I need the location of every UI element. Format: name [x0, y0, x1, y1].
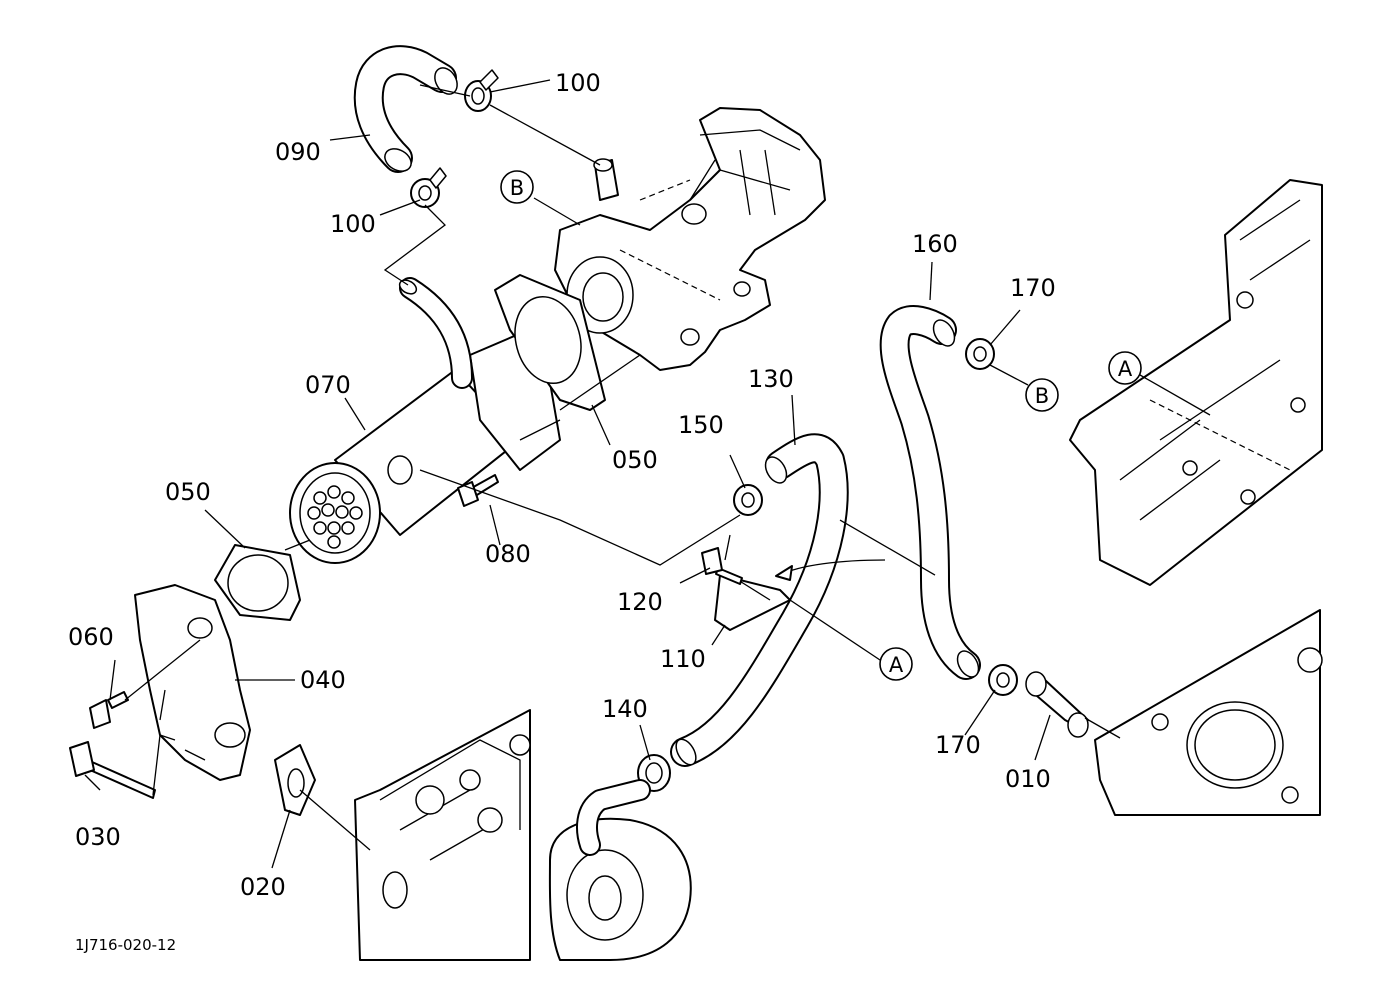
label-150: 150 — [678, 411, 724, 439]
label-110: 110 — [660, 645, 706, 673]
part-labels: 100 090 100 070 050 050 080 060 040 030 … — [68, 69, 1056, 901]
label-020: 020 — [240, 873, 286, 901]
svg-text:B: B — [510, 176, 524, 200]
elbow-040 — [134, 584, 251, 781]
label-080: 080 — [485, 540, 531, 568]
label-090: 090 — [275, 138, 321, 166]
callout-a-bracket: A — [879, 647, 913, 681]
gasket-020 — [274, 744, 316, 816]
label-170-upper: 170 — [1010, 274, 1056, 302]
callout-a-engine: A — [1108, 351, 1142, 385]
svg-text:A: A — [889, 653, 904, 677]
cylinder-head-left — [354, 709, 531, 961]
cylinder-block-right — [1094, 609, 1323, 816]
label-010: 010 — [1005, 765, 1051, 793]
pipe-010 — [1025, 671, 1089, 738]
svg-text:B: B — [1035, 384, 1049, 408]
hose-130 — [670, 433, 849, 767]
label-100-lower: 100 — [330, 210, 376, 238]
label-050-lower: 050 — [165, 478, 211, 506]
clamp-100-upper — [464, 69, 499, 112]
label-160: 160 — [912, 230, 958, 258]
leader-lines — [84, 79, 1211, 869]
label-070: 070 — [305, 371, 351, 399]
egr-valve — [554, 107, 826, 371]
bolt-080 — [457, 474, 499, 507]
label-060: 060 — [68, 623, 114, 651]
hose-160 — [879, 305, 981, 680]
clamp-150 — [733, 484, 763, 516]
clamp-170-lower — [988, 664, 1018, 696]
bolt-120 — [701, 547, 743, 585]
label-050-upper: 050 — [612, 446, 658, 474]
clamp-170-upper — [965, 338, 995, 370]
mounting-arrowhead — [775, 565, 793, 581]
label-040: 040 — [300, 666, 346, 694]
engine-block-right — [1069, 179, 1323, 586]
label-130: 130 — [748, 365, 794, 393]
label-140: 140 — [602, 695, 648, 723]
label-030: 030 — [75, 823, 121, 851]
clamp-100-lower — [410, 167, 447, 208]
hose-090 — [353, 45, 458, 173]
callout-b-valve: B — [500, 170, 534, 204]
thermostat-housing — [548, 779, 692, 961]
cooler-tube-holes — [307, 485, 363, 549]
callout-b-hose: B — [1025, 378, 1059, 412]
label-170-lower: 170 — [935, 731, 981, 759]
diagram-code: 1J716-020-12 — [75, 936, 176, 954]
label-120: 120 — [617, 588, 663, 616]
svg-text:A: A — [1118, 357, 1133, 381]
label-100-upper: 100 — [555, 69, 601, 97]
bolt-060 — [89, 691, 129, 729]
gasket-050-lower — [214, 544, 301, 621]
bolt-030 — [69, 741, 156, 799]
gasket-050-upper — [494, 274, 606, 411]
